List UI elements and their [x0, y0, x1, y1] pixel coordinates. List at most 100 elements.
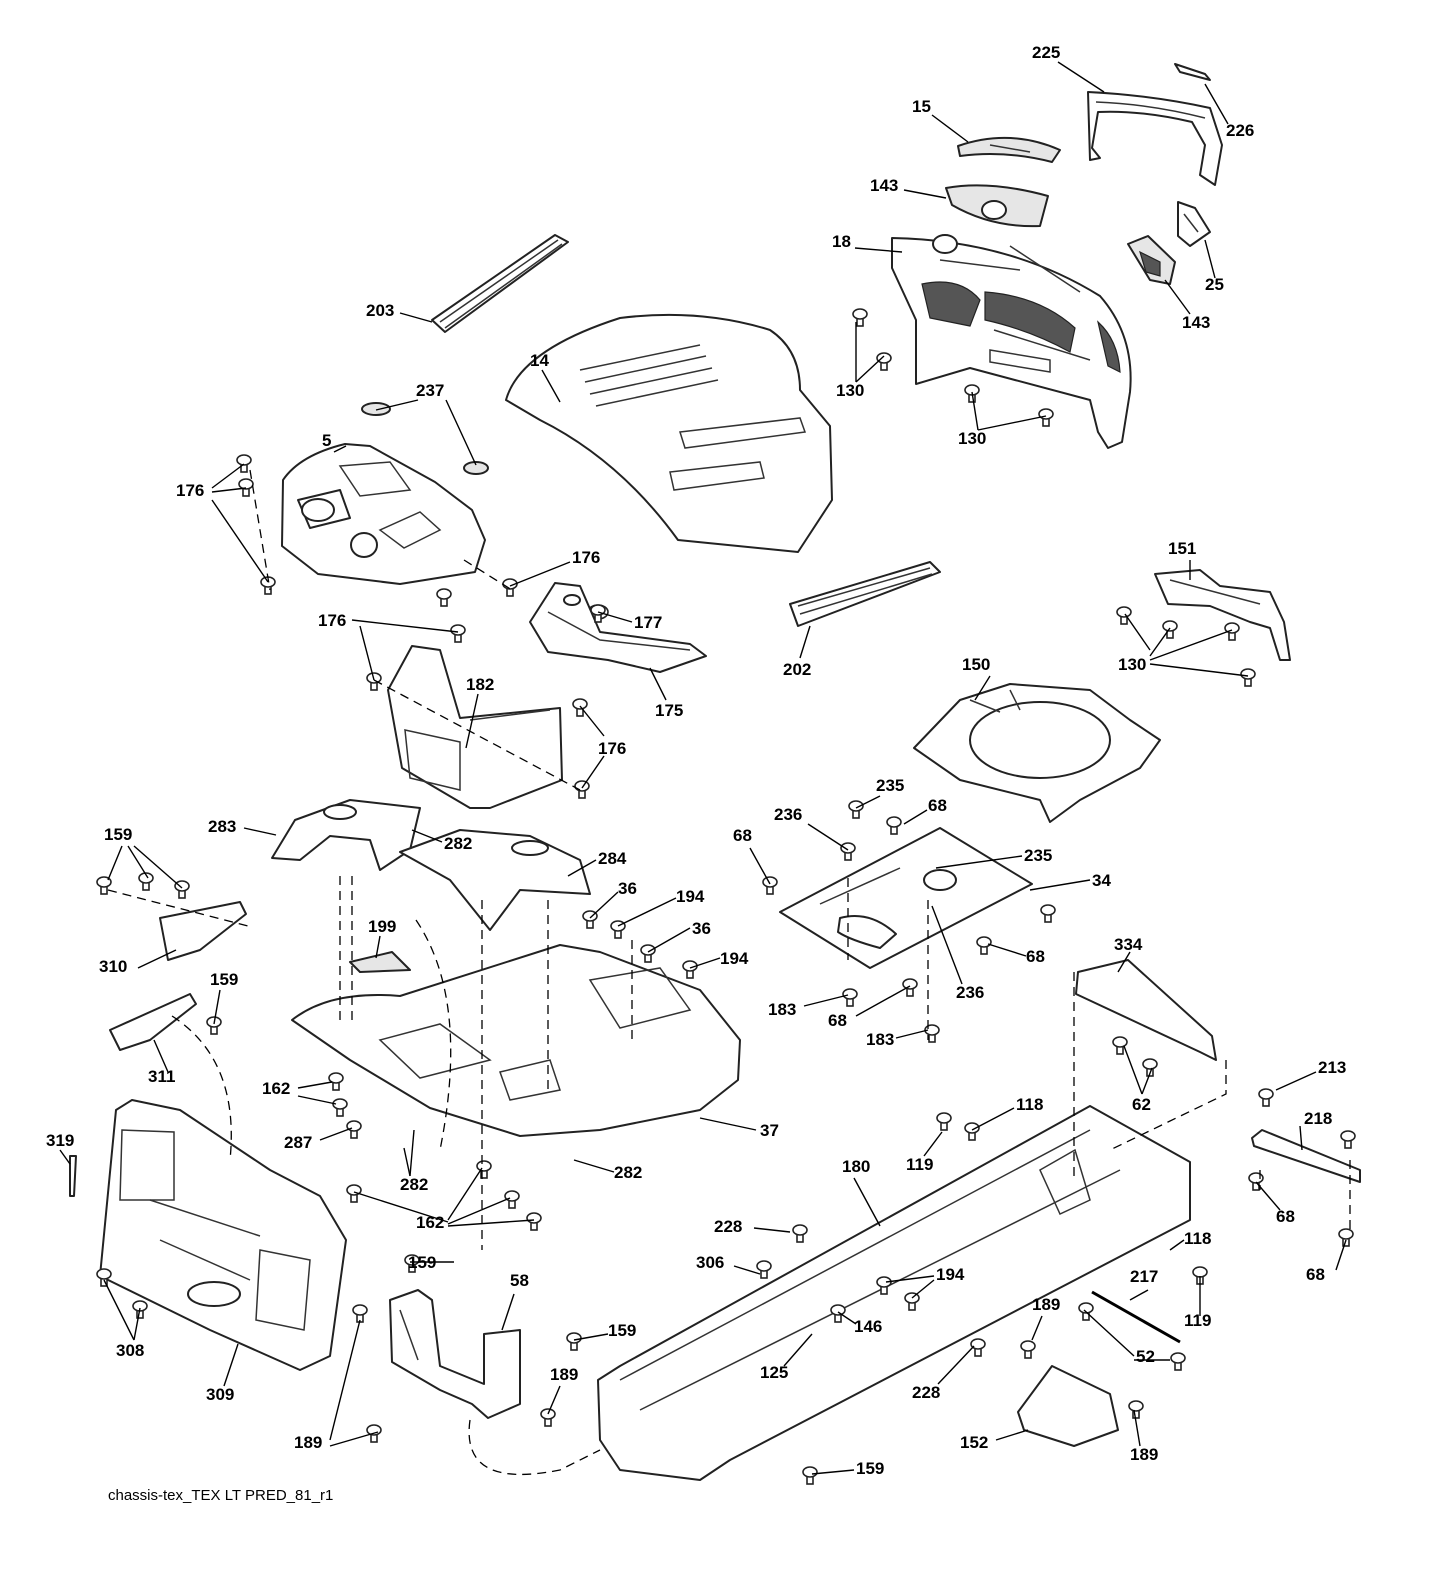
leader-line-284 — [567, 859, 597, 877]
callout-194: 194 — [676, 887, 705, 906]
leader-line-68 — [987, 943, 1027, 957]
callout-159: 159 — [210, 970, 238, 989]
fastener — [476, 1160, 492, 1179]
callout-162: 162 — [416, 1213, 444, 1232]
leader-line-162 — [297, 1095, 337, 1105]
leader-line-152 — [995, 1429, 1029, 1441]
part-199-spring — [349, 951, 411, 973]
callout-52: 52 — [1136, 1347, 1155, 1366]
part-15-emblem — [957, 136, 1061, 163]
part-237-plug-b — [463, 461, 489, 475]
leader-line-237 — [445, 399, 477, 466]
fastener — [1142, 1058, 1158, 1077]
fastener — [902, 978, 918, 997]
leader-line-194 — [617, 897, 677, 927]
fastener — [842, 988, 858, 1007]
fastener — [924, 1024, 940, 1043]
fastener — [572, 698, 588, 717]
leader-line-159 — [127, 845, 149, 879]
leader-line-194 — [689, 957, 721, 969]
leader-line-14 — [541, 369, 561, 403]
callout-176: 176 — [176, 481, 204, 500]
leader-line-119 — [923, 1131, 943, 1157]
part-25-housing — [1177, 201, 1211, 247]
callout-182: 182 — [466, 675, 494, 694]
leader-line-34 — [1029, 879, 1091, 891]
part-203-trim-rail — [431, 234, 569, 333]
callout-130: 130 — [958, 429, 986, 448]
leader-line-283 — [243, 827, 277, 836]
part-5-dash-panel — [281, 443, 486, 585]
callout-183: 183 — [768, 1000, 796, 1019]
callout-37: 37 — [760, 1121, 779, 1140]
callout-217: 217 — [1130, 1267, 1158, 1286]
callout-143: 143 — [870, 176, 898, 195]
fastener — [174, 880, 190, 899]
fastener — [1170, 1352, 1186, 1371]
fastener — [840, 842, 856, 861]
callout-68: 68 — [928, 796, 947, 815]
leader-line-217 — [1129, 1289, 1149, 1301]
leader-line-176 — [579, 705, 605, 737]
fastener — [1116, 606, 1132, 625]
leader-line-311 — [153, 1039, 169, 1073]
leader-line-189 — [1031, 1315, 1043, 1341]
fastener — [1224, 622, 1240, 641]
fastener — [762, 876, 778, 895]
part-180-frame — [597, 1105, 1191, 1481]
leader-line-159 — [213, 989, 221, 1025]
leader-line-236 — [931, 905, 963, 985]
callout-282: 282 — [400, 1175, 428, 1194]
part-334-bracket — [1075, 959, 1217, 1061]
part-34-plate — [779, 827, 1033, 969]
callout-150: 150 — [962, 655, 990, 674]
part-37-body-panel — [291, 944, 741, 1137]
leader-lines — [59, 61, 1347, 1475]
fastener — [526, 1212, 542, 1231]
leader-line-235 — [855, 795, 881, 809]
callout-176: 176 — [318, 611, 346, 630]
callout-189: 189 — [1032, 1295, 1060, 1314]
fastener — [574, 780, 590, 799]
leader-line-130 — [855, 355, 885, 383]
fastener — [848, 800, 864, 819]
leader-line-189 — [547, 1385, 561, 1415]
fastener — [566, 1332, 582, 1351]
part-226-trim — [1174, 63, 1211, 81]
leader-line-177 — [597, 611, 633, 623]
callout-177: 177 — [634, 613, 662, 632]
leader-line-68 — [855, 985, 911, 1017]
leader-line-162 — [447, 1197, 511, 1225]
leader-line-176 — [211, 487, 247, 493]
leader-line-130 — [1149, 663, 1249, 677]
callout-125: 125 — [760, 1363, 788, 1382]
leader-line-5 — [333, 445, 347, 453]
callout-180: 180 — [842, 1157, 870, 1176]
leader-line-68 — [749, 847, 771, 885]
callout-68: 68 — [1026, 947, 1045, 966]
diagram-reference-code: chassis-tex_TEX LT PRED_81_r1 — [108, 1487, 333, 1504]
callout-68: 68 — [1276, 1207, 1295, 1226]
fastener — [756, 1260, 772, 1279]
fastener — [640, 944, 656, 963]
leader-line-235 — [935, 855, 1023, 869]
part-143-lens-right — [1127, 235, 1176, 285]
leader-line-130 — [1124, 613, 1151, 651]
callout-159: 159 — [104, 825, 132, 844]
callout-309: 309 — [206, 1385, 234, 1404]
fastener — [802, 1466, 818, 1485]
leader-line-36 — [589, 891, 619, 919]
callout-18: 18 — [832, 232, 851, 251]
callout-118: 118 — [1016, 1095, 1043, 1114]
leader-line-225 — [1057, 61, 1105, 93]
leader-line-203 — [399, 312, 433, 323]
fastener — [238, 478, 254, 497]
fastener — [206, 1016, 222, 1035]
callout-194: 194 — [720, 949, 749, 968]
leader-line-182 — [465, 693, 479, 749]
leader-line-125 — [783, 1333, 813, 1367]
callout-236: 236 — [956, 983, 984, 1002]
fastener — [236, 454, 252, 473]
fastener — [1020, 1340, 1036, 1359]
leader-line-62 — [1141, 1067, 1153, 1095]
